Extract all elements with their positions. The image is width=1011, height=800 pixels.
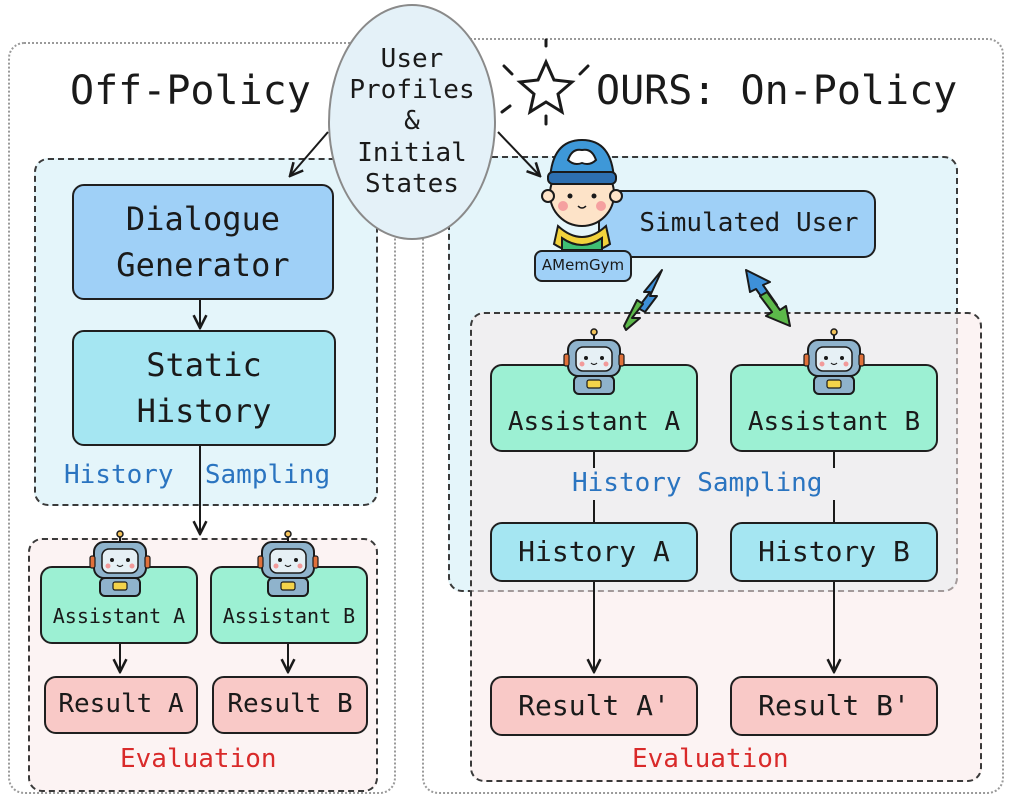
dialogue-generator-label: Dialogue Generator bbox=[116, 199, 290, 284]
right-assistant-a-box: Assistant A bbox=[490, 364, 698, 452]
history-a-box: History A bbox=[490, 522, 698, 582]
left-result-b-box: Result B bbox=[212, 676, 368, 734]
right-result-a-box: Result A' bbox=[490, 676, 698, 736]
off-policy-title: Off-Policy bbox=[70, 68, 311, 114]
left-result-a-label: Result A bbox=[58, 689, 184, 720]
simulated-user-box: Simulated User bbox=[598, 190, 876, 258]
right-assistant-b-box: Assistant B bbox=[730, 364, 938, 452]
off-policy-panel bbox=[8, 42, 396, 794]
history-b-box: History B bbox=[730, 522, 938, 582]
left-assistant-a-box: Assistant A bbox=[40, 566, 198, 644]
dialogue-generator-box: Dialogue Generator bbox=[72, 184, 334, 300]
history-b-label: History B bbox=[758, 534, 910, 568]
left-assistant-b-label: Assistant B bbox=[222, 603, 356, 628]
amemgym-badge: AMemGym bbox=[534, 250, 632, 282]
right-history-sampling-label: History Sampling bbox=[572, 468, 823, 498]
left-assistant-a-label: Assistant A bbox=[52, 603, 186, 628]
right-assistant-a-label: Assistant A bbox=[507, 407, 681, 438]
left-assistant-b-box: Assistant B bbox=[210, 566, 368, 644]
amemgym-badge-label: AMemGym bbox=[541, 256, 625, 275]
left-result-b-label: Result B bbox=[227, 689, 353, 720]
right-evaluation-label: Evaluation bbox=[632, 744, 789, 774]
static-history-label: Static History bbox=[136, 345, 272, 430]
history-a-label: History A bbox=[518, 534, 670, 568]
user-profiles-label: User Profiles & Initial States bbox=[349, 44, 475, 199]
on-policy-panel bbox=[422, 38, 1004, 794]
user-profiles-ellipse: User Profiles & Initial States bbox=[328, 4, 496, 240]
right-result-b-box: Result B' bbox=[730, 676, 938, 736]
static-history-box: Static History bbox=[72, 330, 336, 446]
right-result-b-label: Result B' bbox=[758, 688, 910, 722]
on-policy-title: OURS: On-Policy bbox=[596, 68, 958, 114]
left-evaluation-label: Evaluation bbox=[120, 744, 277, 774]
right-assistant-b-label: Assistant B bbox=[747, 407, 921, 438]
left-result-a-box: Result A bbox=[44, 676, 198, 734]
left-history-sampling-label: History Sampling bbox=[64, 460, 331, 490]
simulated-user-label: Simulated User bbox=[639, 208, 859, 239]
right-result-a-label: Result A' bbox=[518, 688, 670, 722]
